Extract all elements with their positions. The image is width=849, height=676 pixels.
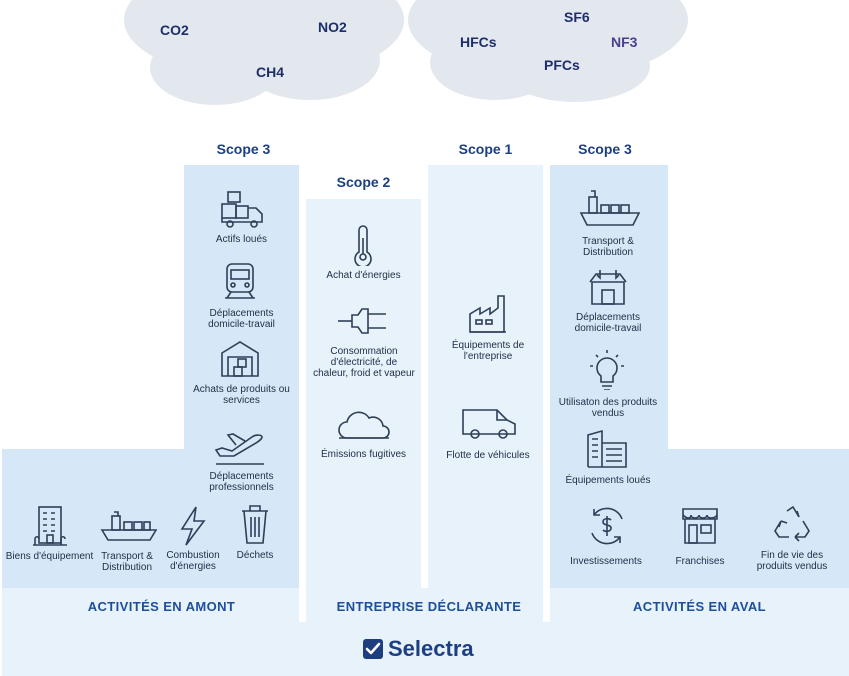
company-band bbox=[306, 588, 543, 622]
box-icon bbox=[588, 268, 628, 306]
factory-icon bbox=[468, 294, 508, 334]
downstream-band bbox=[550, 588, 849, 622]
shop-icon bbox=[681, 507, 719, 545]
downstream-row-label: Fin de vie des produits vendus bbox=[756, 550, 828, 572]
brand-footer bbox=[2, 622, 849, 676]
cloud-icon bbox=[337, 410, 391, 442]
scope2-item-label: Consommation d'électricité, de chaleur, … bbox=[313, 346, 415, 379]
scope3-downstream-title: Scope 3 bbox=[578, 141, 632, 157]
upstream-row-label: Biens d'équipement bbox=[5, 551, 94, 562]
upstream-item-label: Achats de produits ou services bbox=[193, 384, 290, 406]
scope2-item-label: Émissions fugitives bbox=[320, 449, 407, 460]
downstream-item-label: Déplacements domicile-travail bbox=[574, 312, 642, 334]
band-company-label: ENTREPRISE DÉCLARANTE bbox=[336, 599, 522, 614]
upstream-item-label: Déplacements domicile-travail bbox=[208, 308, 275, 330]
downstream-row-label: Investissements bbox=[570, 556, 642, 567]
downstream-item-label: Utilisaton des produits vendus bbox=[558, 397, 658, 419]
trash-icon bbox=[240, 503, 270, 545]
plug-icon bbox=[336, 306, 392, 336]
scope2-column bbox=[306, 199, 421, 588]
recycle-icon bbox=[773, 505, 813, 545]
selectra-logo: Selectra bbox=[362, 636, 474, 662]
plane-icon bbox=[212, 426, 268, 466]
upstream-band bbox=[2, 588, 299, 622]
scope1-title: Scope 1 bbox=[458, 141, 513, 157]
investment-icon bbox=[586, 505, 628, 547]
train-icon bbox=[223, 262, 257, 300]
gas-no2: NO2 bbox=[318, 19, 347, 35]
ship-icon bbox=[579, 189, 641, 229]
brand-name: Selectra bbox=[388, 636, 474, 661]
scope1-item-label: Flotte de véhicules bbox=[446, 450, 530, 461]
truck-icon bbox=[220, 190, 264, 230]
scope2-item-label: Achat d'énergies bbox=[326, 270, 401, 281]
gas-pfcs: PFCs bbox=[544, 57, 580, 73]
scope1-column bbox=[428, 165, 543, 588]
scope1-item-label: Équipements de l'entreprise bbox=[451, 340, 525, 362]
checkbox-logo-icon bbox=[363, 639, 383, 659]
gas-ch4: CH4 bbox=[256, 64, 285, 80]
office-icon bbox=[586, 429, 628, 469]
band-upstream-label: ACTIVITÉS EN AMONT bbox=[87, 599, 236, 614]
upstream-item-label: Actifs loués bbox=[215, 234, 268, 245]
upstream-row-label: Combustion d'énergies bbox=[166, 550, 220, 572]
downstream-row-label: Franchises bbox=[675, 556, 725, 567]
downstream-item-label: Équipements loués bbox=[565, 475, 651, 486]
gas-nf3: NF3 bbox=[611, 34, 638, 50]
gas-hfcs: HFCs bbox=[460, 34, 497, 50]
gas-sf6: SF6 bbox=[564, 9, 590, 25]
lightbulb-icon bbox=[590, 350, 624, 390]
downstream-item-label: Transport & Distribution bbox=[582, 236, 634, 258]
upstream-row-label: Transport & Distribution bbox=[101, 551, 153, 573]
upstream-row-label: Déchets bbox=[236, 550, 274, 561]
band-downstream-label: ACTIVITÉS EN AVAL bbox=[633, 599, 766, 614]
van-icon bbox=[461, 406, 517, 440]
scope3-upstream-title: Scope 3 bbox=[216, 141, 271, 157]
warehouse-icon bbox=[220, 339, 260, 379]
ship-icon bbox=[100, 508, 158, 544]
gas-co2: CO2 bbox=[160, 22, 189, 38]
scope2-title: Scope 2 bbox=[336, 174, 391, 190]
upstream-item-label: Déplacements professionnels bbox=[209, 471, 274, 493]
thermometer-icon bbox=[351, 224, 375, 266]
building-icon bbox=[31, 505, 69, 547]
lightning-icon bbox=[178, 505, 206, 547]
